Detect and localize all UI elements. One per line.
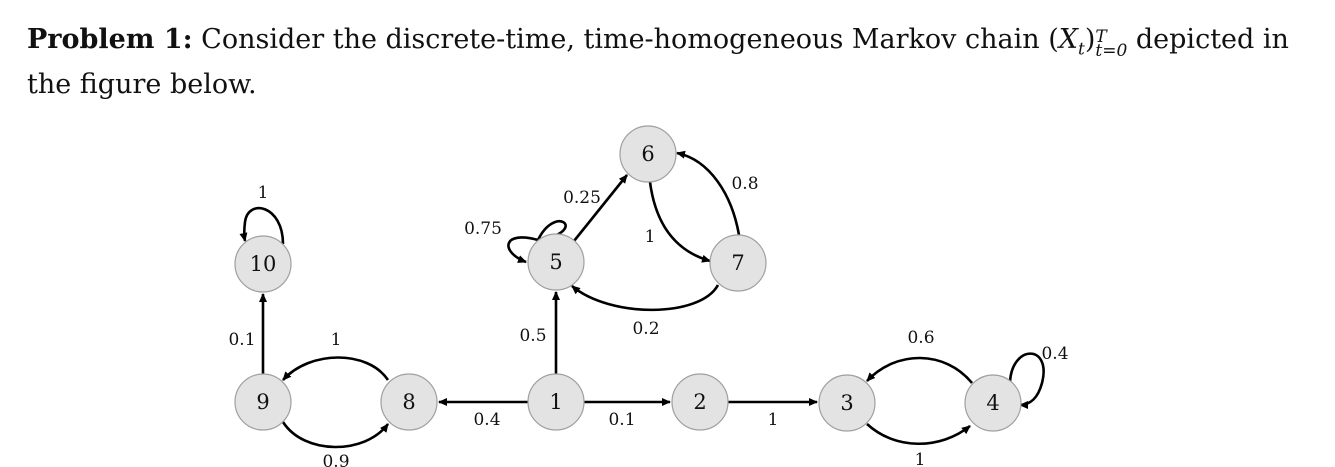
- state-label: 3: [840, 391, 853, 415]
- paren-open: (: [1048, 24, 1059, 55]
- math-var: X: [1058, 24, 1078, 55]
- state-circle: [671, 373, 729, 431]
- edge-7-5: [571, 284, 720, 312]
- nodes: 1 2 3 4 5 6 7 8 9 10: [234, 125, 1022, 432]
- edge-label-1-5: 0.5: [519, 326, 546, 346]
- state-circle: [380, 373, 438, 431]
- state-node-10: 10: [234, 235, 292, 293]
- edge-label-8-9: 1: [331, 330, 342, 350]
- edge-label-7-5: 0.2: [632, 319, 659, 339]
- edge-labels: 0.1 0.4 0.5 1 1 0.6 0.4 0.75 0.25 1 0.8 0.2 1 0.9 0.1 1: [228, 174, 1068, 467]
- state-node-1: 1: [527, 373, 585, 431]
- edge-label-6-7: 1: [645, 227, 656, 247]
- edge-10-10: [239, 206, 285, 245]
- state-label: 1: [549, 390, 562, 414]
- state-label: 4: [986, 391, 999, 415]
- state-label: 6: [641, 142, 654, 166]
- edge-label-1-2: 0.1: [608, 410, 635, 430]
- problem-text-before: Consider the discrete-time, time-homogen…: [201, 24, 1040, 55]
- edge-7-6: [676, 150, 741, 236]
- state-label: 9: [256, 390, 269, 414]
- edge-label-9-8: 0.9: [322, 452, 349, 467]
- state-node-5: 5: [527, 233, 585, 291]
- math-lower: t=0: [1095, 41, 1128, 61]
- state-circle: [234, 235, 292, 293]
- problem-text-after: depicted in the figure below.: [27, 24, 1289, 101]
- edge-label-4-4: 0.4: [1041, 344, 1068, 364]
- edge-label-7-6: 0.8: [731, 174, 758, 194]
- edge-label-5-6: 0.25: [563, 188, 601, 208]
- state-circle: [527, 233, 585, 291]
- state-label: 7: [731, 251, 744, 275]
- edge-label-10-10: 1: [258, 183, 269, 203]
- edge-4-3: [866, 356, 974, 384]
- state-circle: [709, 234, 767, 292]
- edge-label-2-3: 1: [768, 410, 779, 430]
- state-circle: [234, 373, 292, 431]
- edge-4-4: [1008, 352, 1045, 409]
- paren-close: ): [1084, 24, 1096, 55]
- edge-label-4-3: 0.6: [907, 328, 934, 348]
- edge-6-7: [648, 181, 711, 263]
- state-node-7: 7: [709, 234, 767, 292]
- state-label: 2: [693, 390, 706, 414]
- state-label: 10: [250, 252, 277, 276]
- state-circle: [619, 125, 677, 183]
- state-node-6: 6: [619, 125, 677, 183]
- state-node-3: 3: [818, 374, 876, 432]
- problem-statement: Problem 1: Consider the discrete-time, t…: [27, 22, 1317, 103]
- edges: [239, 150, 1045, 449]
- edge-9-8: [281, 421, 390, 449]
- state-label: 5: [549, 250, 562, 274]
- math-sub: t: [1078, 39, 1085, 60]
- edge-label-1-8: 0.4: [473, 410, 500, 430]
- state-label: 8: [402, 390, 415, 414]
- edge-label-9-10: 0.1: [228, 330, 255, 350]
- edge-label-3-4: 1: [915, 450, 926, 467]
- edge-3-4: [866, 423, 971, 446]
- state-circle: [818, 374, 876, 432]
- edge-label-5-5: 0.75: [464, 219, 502, 239]
- math-sup: T: [1095, 27, 1107, 47]
- edge-5-6: [572, 174, 629, 242]
- state-circle: [964, 374, 1022, 432]
- state-node-2: 2: [671, 373, 729, 431]
- problem-label: Problem 1:: [27, 24, 193, 55]
- edge-8-9: [282, 356, 390, 381]
- state-node-4: 4: [964, 374, 1022, 432]
- state-node-9: 9: [234, 373, 292, 431]
- state-circle: [527, 373, 585, 431]
- state-node-8: 8: [380, 373, 438, 431]
